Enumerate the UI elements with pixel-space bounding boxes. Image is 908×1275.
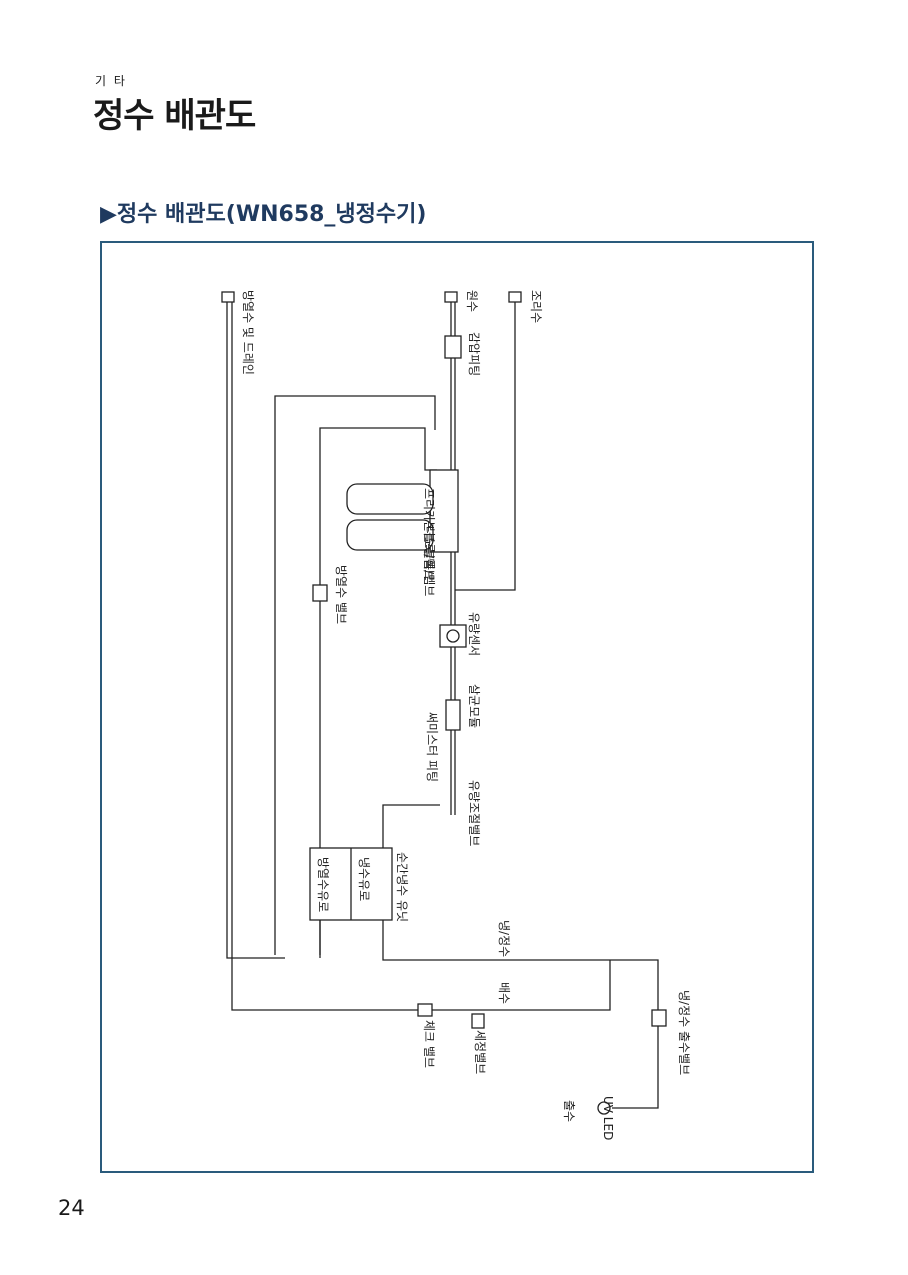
cooking-water-pipe	[455, 298, 516, 591]
label-cold-channel: 냉수유로	[357, 857, 371, 901]
filter-1	[346, 483, 434, 515]
diagram-frame	[100, 241, 814, 1173]
label-hot-drain: 방열수 및 드레인	[241, 290, 255, 375]
cold-out-pipe	[382, 918, 610, 961]
cooking-water-inlet-icon	[508, 291, 522, 303]
label-raw-water: 원수	[465, 290, 479, 312]
label-pressure-fitting: 감압피팅	[467, 332, 481, 376]
hot-drain-pipe-2	[231, 298, 455, 1011]
section-label: 기 타	[95, 74, 127, 88]
label-drain: 배수	[497, 982, 511, 1004]
drain-inlet-icon	[221, 291, 235, 303]
label-sterilizer: 살균모듈	[467, 684, 481, 728]
cold-out-pipe-2	[455, 960, 611, 1011]
label-thermistor-fitting: 써미스터 피팅	[425, 712, 439, 782]
page-title: 정수 배관도	[93, 96, 256, 136]
outlet-valve-icon	[651, 1009, 667, 1027]
uvled-icon	[597, 1101, 611, 1115]
flow-valve-pipe	[382, 804, 440, 850]
check-valve-icon	[417, 1003, 433, 1017]
hot-drain-pipe	[226, 298, 285, 959]
label-instant-unit: 순간냉수 유닛	[395, 852, 409, 922]
sterilizer-icon	[445, 699, 461, 731]
filter-2	[346, 519, 434, 551]
wash-valve-icon	[471, 1013, 485, 1029]
bypass-pipe-outer	[274, 395, 436, 955]
label-hot-channel: 방열수유로	[316, 857, 330, 912]
label-filter-2: 나노블록/멤브	[422, 526, 436, 596]
raw-water-inlet-icon	[444, 291, 458, 303]
pressure-fitting-icon	[444, 335, 462, 359]
label-filter-1: 프리카본블록/멤브	[422, 488, 436, 580]
label-flow-valve: 유량조절밸브	[467, 780, 481, 846]
label-wash-valve: 세정밸브	[473, 1030, 487, 1074]
diagram-title: ▶정수 배관도(WN658_냉정수기)	[100, 202, 427, 227]
bypass-pipe-inner	[319, 427, 437, 955]
label-cooking-water: 조리수	[529, 290, 543, 323]
label-outlet: 출수	[562, 1100, 576, 1122]
label-outlet-valve: 냉/정수 출수밸브	[677, 990, 691, 1075]
hot-valve-icon	[312, 584, 328, 602]
page-number: 24	[58, 1196, 85, 1220]
label-check-valve: 체크 밸브	[422, 1020, 436, 1068]
outlet-pipe	[610, 959, 659, 1109]
label-uvled: UV LED	[601, 1096, 615, 1140]
label-flow-sensor: 유량센서	[467, 612, 481, 656]
label-cold-water: 냉/정수	[497, 920, 511, 957]
label-hot-valve: 방열수 밸브	[334, 565, 348, 624]
